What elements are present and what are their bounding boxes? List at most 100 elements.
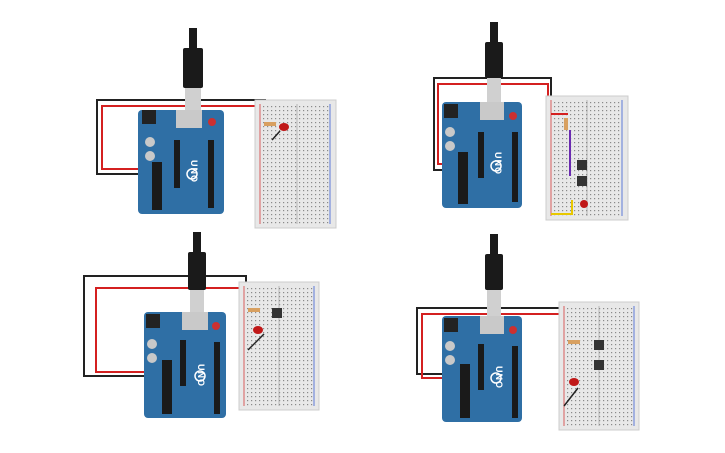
breadboard-hole: [263, 190, 265, 192]
breadboard-hole: [567, 424, 569, 426]
breadboard-hole: [287, 142, 289, 144]
breadboard-hole: [623, 404, 625, 406]
breadboard-hole: [323, 138, 325, 140]
breadboard-hole: [263, 392, 265, 394]
breadboard-hole: [275, 154, 277, 156]
breadboard-hole: [582, 118, 584, 120]
breadboard-hole: [311, 194, 313, 196]
circuit-3[interactable]: UNO: [0, 226, 362, 453]
breadboard-hole: [287, 340, 289, 342]
breadboard-hole: [578, 202, 580, 204]
breadboard-hole: [619, 424, 621, 426]
breadboard-hole: [607, 308, 609, 310]
breadboard-hole: [631, 320, 633, 322]
breadboard-hole: [594, 186, 596, 188]
breadboard-hole: [287, 198, 289, 200]
breadboard-hole: [319, 162, 321, 164]
breadboard-hole: [291, 198, 293, 200]
breadboard-hole: [295, 170, 297, 172]
breadboard-hole: [283, 178, 285, 180]
breadboard-hole: [611, 344, 613, 346]
breadboard-hole: [295, 182, 297, 184]
breadboard-hole: [606, 174, 608, 176]
breadboard-hole: [619, 356, 621, 358]
breadboard-hole: [591, 384, 593, 386]
breadboard-hole: [606, 102, 608, 104]
breadboard-hole: [315, 174, 317, 176]
usb-cable: [193, 232, 201, 254]
breadboard-hole: [323, 162, 325, 164]
red-wire: [437, 83, 549, 165]
breadboard-hole: [307, 360, 309, 362]
circuit-1[interactable]: UNO: [0, 0, 362, 230]
circuit-2[interactable]: UNO: [362, 0, 725, 230]
breadboard-hole: [590, 170, 592, 172]
breadboard-hole: [283, 162, 285, 164]
breadboard-hole: [595, 404, 597, 406]
breadboard-hole: [579, 336, 581, 338]
breadboard-hole: [267, 344, 269, 346]
breadboard-hole: [303, 376, 305, 378]
circuit-4-schematic: [416, 234, 640, 431]
breadboard-hole: [607, 344, 609, 346]
breadboard-hole: [631, 316, 633, 318]
circuit-4[interactable]: UNO: [362, 226, 725, 453]
breadboard-hole: [251, 292, 253, 294]
breadboard-hole: [595, 400, 597, 402]
breadboard-hole: [327, 130, 329, 132]
breadboard-hole: [295, 392, 297, 394]
breadboard-hole: [562, 158, 564, 160]
breadboard-hole: [319, 138, 321, 140]
breadboard-hole: [283, 388, 285, 390]
breadboard-hole: [591, 328, 593, 330]
breadboard-hole: [598, 178, 600, 180]
breadboard-hole: [595, 388, 597, 390]
breadboard-hole: [259, 364, 261, 366]
breadboard-hole: [283, 154, 285, 156]
breadboard-hole: [590, 146, 592, 148]
breadboard-hole: [598, 214, 600, 216]
breadboard-hole: [611, 356, 613, 358]
breadboard-hole: [311, 344, 313, 346]
breadboard-hole: [291, 388, 293, 390]
breadboard-hole: [567, 344, 569, 346]
breadboard-hole: [574, 174, 576, 176]
breadboard-hole: [251, 404, 253, 406]
breadboard-hole: [275, 368, 277, 370]
breadboard-hole: [591, 340, 593, 342]
breadboard-hole: [299, 138, 301, 140]
breadboard-hole: [570, 198, 572, 200]
breadboard-hole: [623, 324, 625, 326]
breadboard-hole: [275, 392, 277, 394]
breadboard-hole: [602, 114, 604, 116]
breadboard-hole: [267, 106, 269, 108]
breadboard-hole: [575, 320, 577, 322]
breadboard-hole: [611, 340, 613, 342]
breadboard-hole: [567, 372, 569, 374]
breadboard-hole: [299, 218, 301, 220]
breadboard-hole: [303, 384, 305, 386]
breadboard-hole: [586, 154, 588, 156]
breadboard-hole: [627, 408, 629, 410]
breadboard-hole: [295, 150, 297, 152]
breadboard-hole: [627, 348, 629, 350]
breadboard-hole: [315, 118, 317, 120]
breadboard-hole: [586, 142, 588, 144]
breadboard-hole: [578, 174, 580, 176]
breadboard-hole: [283, 340, 285, 342]
breadboard-hole: [307, 138, 309, 140]
breadboard-hole: [319, 166, 321, 168]
breadboard-hole: [247, 308, 249, 310]
breadboard-hole: [570, 114, 572, 116]
breadboard-hole: [279, 304, 281, 306]
breadboard-hole: [275, 300, 277, 302]
breadboard-hole: [263, 308, 265, 310]
breadboard-hole: [562, 162, 564, 164]
breadboard-hole: [271, 190, 273, 192]
breadboard-hole: [319, 186, 321, 188]
breadboard-hole: [606, 114, 608, 116]
breadboard-hole: [279, 198, 281, 200]
breadboard-hole: [307, 218, 309, 220]
breadboard-hole: [287, 146, 289, 148]
